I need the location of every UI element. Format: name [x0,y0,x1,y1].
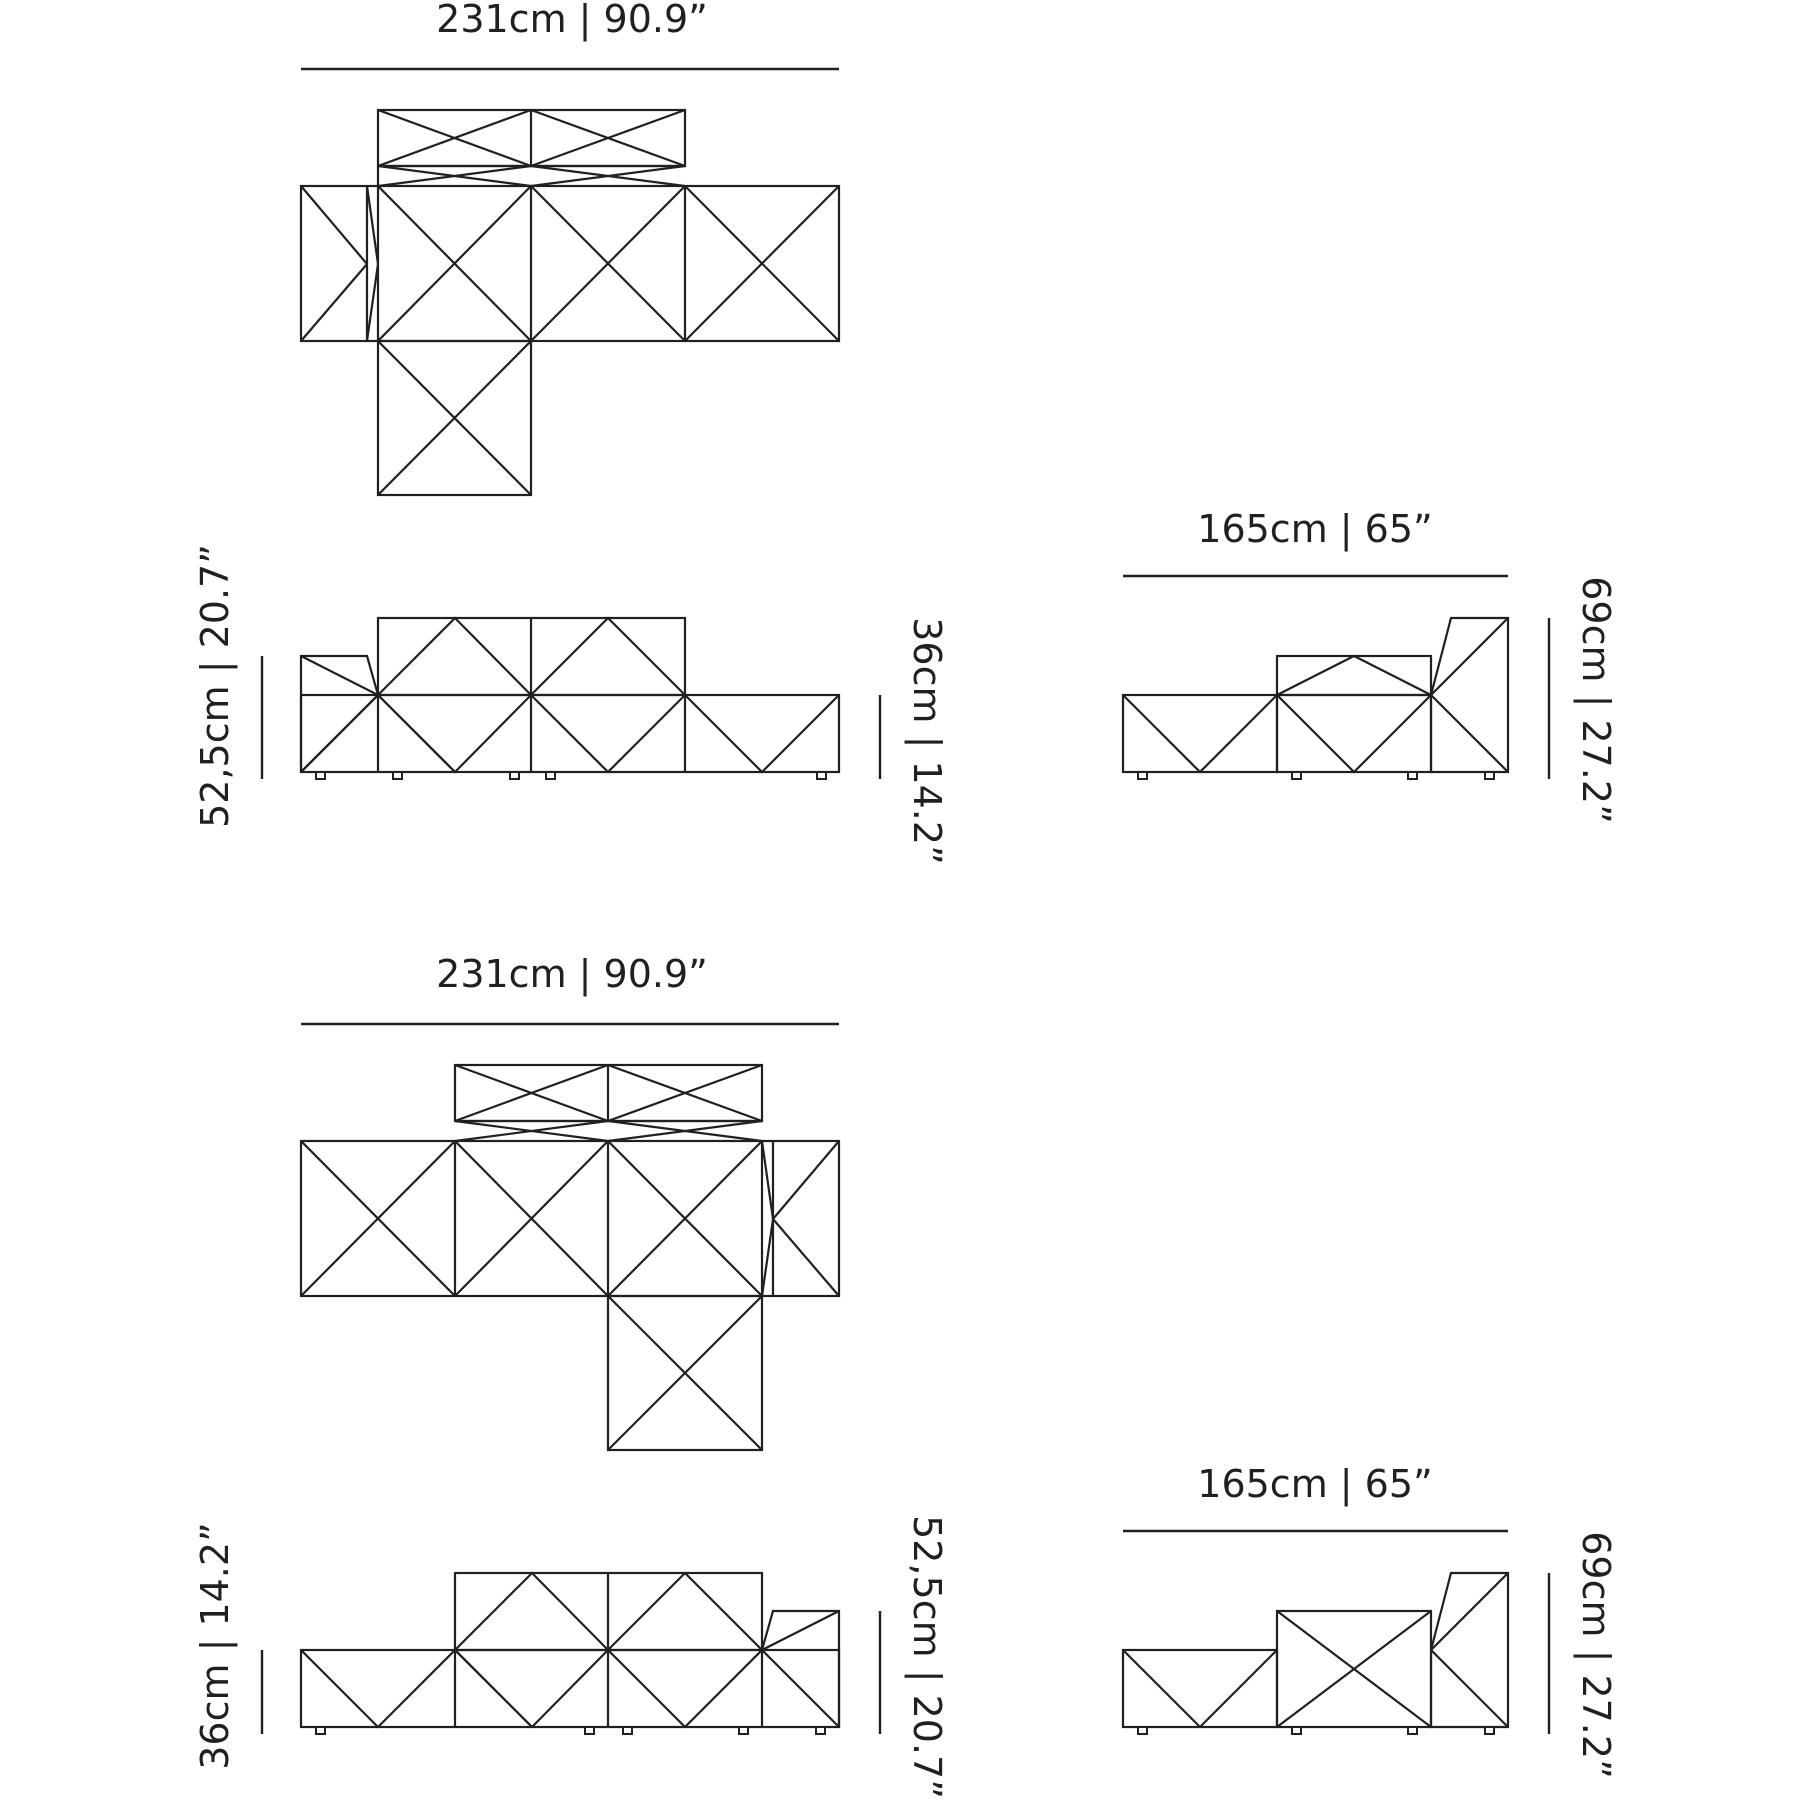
lower-left-height-label: 36cm | 14.2” [193,1522,238,1770]
upper-side-height-label: 69cm | 27.2” [1573,576,1618,824]
lower-side-height-label: 69cm | 27.2” [1573,1531,1618,1779]
lower-front-feet [315,1726,826,1735]
upper-width-label: 231cm | 90.9” [436,0,708,42]
upper-left-height-label: 52,5cm | 20.7” [193,544,238,828]
upper-front-feet [315,771,827,780]
lower-side-width-label: 165cm | 65” [1197,1462,1432,1507]
upper-right-height-label: 36cm | 14.2” [904,617,949,865]
lower-front-elevation [299,1571,841,1729]
upper-plan-view [299,108,841,497]
upper-front-elevation [299,616,841,774]
lower-side-elevation [1121,1571,1510,1729]
upper-side-width-label: 165cm | 65” [1197,507,1432,552]
upper-side-feet [1137,771,1495,780]
upper-side-elevation [1121,616,1510,774]
lower-plan-view [299,1063,841,1452]
lower-width-label: 231cm | 90.9” [436,952,708,997]
lower-right-height-label: 52,5cm | 20.7” [904,1515,949,1799]
lower-side-feet [1137,1726,1495,1735]
